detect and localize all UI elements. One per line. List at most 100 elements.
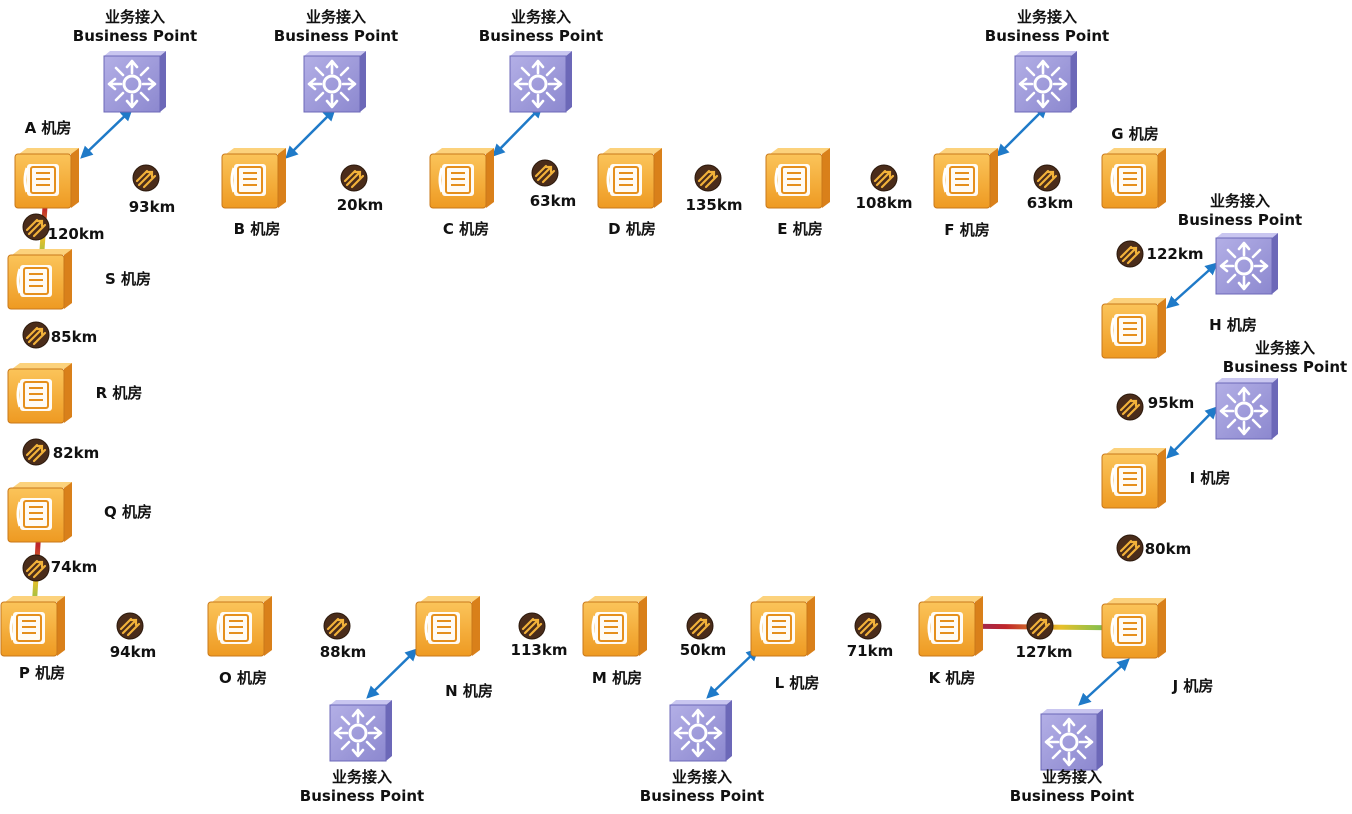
equipment-room-a[interactable] — [14, 148, 79, 209]
server-icon — [591, 612, 627, 644]
business-point-l[interactable] — [669, 700, 732, 762]
server-icon — [230, 164, 266, 196]
amplifier-icon — [531, 159, 559, 187]
business-access-link-f — [996, 105, 1048, 157]
room-label-o: O 机房 — [219, 669, 267, 687]
business-point-label-cn: 业务接入 — [511, 8, 571, 26]
business-point-c[interactable] — [509, 51, 572, 113]
link-distance-label: 63km — [530, 192, 576, 210]
room-label-h: H 机房 — [1209, 316, 1257, 334]
switch-arrows-icon — [333, 708, 383, 758]
business-point-label-cn: 业务接入 — [332, 768, 392, 786]
amplifier-icon — [1116, 534, 1144, 562]
business-access-link-i — [1166, 406, 1218, 459]
amplifier-icon — [22, 554, 50, 582]
link-distance-label: 63km — [1027, 194, 1073, 212]
room-label-g: G 机房 — [1111, 125, 1159, 143]
business-point-label-en: Business Point — [640, 787, 764, 805]
equipment-room-d[interactable] — [597, 148, 662, 209]
equipment-room-r[interactable] — [7, 363, 72, 424]
business-access-link-l — [706, 648, 759, 699]
equipment-room-m[interactable] — [582, 596, 647, 657]
business-point-n[interactable] — [329, 700, 392, 762]
server-icon — [927, 612, 963, 644]
business-point-label-en: Business Point — [479, 27, 603, 45]
server-icon — [606, 164, 642, 196]
room-label-b: B 机房 — [234, 220, 281, 238]
equipment-rooms — [0, 51, 1278, 771]
link-distance-label: 108km — [856, 194, 913, 212]
equipment-room-k[interactable] — [918, 596, 983, 657]
switch-arrows-icon — [1219, 386, 1269, 436]
server-icon — [759, 612, 795, 644]
server-icon — [1110, 164, 1146, 196]
equipment-room-s[interactable] — [7, 249, 72, 310]
amplifier-icon — [1033, 164, 1061, 192]
business-point-label-en: Business Point — [1010, 787, 1134, 805]
server-icon — [9, 612, 45, 644]
equipment-room-b[interactable] — [221, 148, 286, 209]
business-point-label-en: Business Point — [274, 27, 398, 45]
equipment-room-q[interactable] — [7, 482, 72, 543]
room-label-c: C 机房 — [443, 220, 489, 238]
equipment-room-n[interactable] — [415, 596, 480, 657]
business-point-label-cn: 业务接入 — [1017, 8, 1077, 26]
amplifier-icon — [686, 612, 714, 640]
amplifier-icon — [116, 612, 144, 640]
switch-arrows-icon — [673, 708, 723, 758]
business-point-label-cn: 业务接入 — [1210, 192, 1270, 210]
equipment-room-c[interactable] — [429, 148, 494, 209]
equipment-room-g[interactable] — [1101, 148, 1166, 209]
switch-arrows-icon — [1219, 241, 1269, 291]
switch-arrows-icon — [1044, 717, 1094, 767]
room-label-a: A 机房 — [25, 119, 72, 137]
amplifier-icon — [22, 213, 50, 241]
room-label-q: Q 机房 — [104, 503, 152, 521]
room-label-i: I 机房 — [1190, 469, 1231, 487]
equipment-room-l[interactable] — [750, 596, 815, 657]
business-point-label-en: Business Point — [985, 27, 1109, 45]
equipment-room-p[interactable] — [0, 596, 65, 657]
server-icon — [424, 612, 460, 644]
room-label-k: K 机房 — [929, 669, 976, 687]
room-label-f: F 机房 — [944, 221, 989, 239]
server-icon — [16, 379, 52, 411]
amplifier-icon — [1116, 393, 1144, 421]
business-point-a[interactable] — [103, 51, 166, 113]
amplifier-icon — [22, 438, 50, 466]
business-point-j[interactable] — [1040, 709, 1103, 771]
business-point-label-en: Business Point — [300, 787, 424, 805]
equipment-room-e[interactable] — [765, 148, 830, 209]
server-icon — [1110, 614, 1146, 646]
link-distance-label: 122km — [1147, 245, 1204, 263]
business-point-h[interactable] — [1215, 233, 1278, 295]
business-point-label-cn: 业务接入 — [306, 8, 366, 26]
equipment-room-f[interactable] — [933, 148, 998, 209]
link-distance-label: 20km — [337, 196, 383, 214]
room-label-r: R 机房 — [96, 384, 143, 402]
amplifier-icon — [854, 612, 882, 640]
business-point-i[interactable] — [1215, 378, 1278, 440]
business-point-label-en: Business Point — [1178, 211, 1302, 229]
room-label-e: E 机房 — [777, 220, 822, 238]
room-label-p: P 机房 — [19, 664, 65, 682]
room-label-l: L 机房 — [775, 674, 820, 692]
equipment-room-j[interactable] — [1101, 598, 1166, 659]
business-point-label-en: Business Point — [73, 27, 197, 45]
equipment-room-o[interactable] — [207, 596, 272, 657]
business-point-f[interactable] — [1014, 51, 1077, 113]
server-icon — [1110, 314, 1146, 346]
business-point-b[interactable] — [303, 51, 366, 113]
amplifier-icon — [870, 164, 898, 192]
equipment-room-h[interactable] — [1101, 298, 1166, 359]
business-access-link-a — [80, 108, 133, 159]
link-distance-label: 82km — [53, 444, 99, 462]
link-distance-label: 135km — [686, 196, 743, 214]
amplifier-icon — [1116, 240, 1144, 268]
room-label-s: S 机房 — [105, 270, 151, 288]
business-point-label-en: Business Point — [1223, 358, 1347, 376]
business-access-link-b — [285, 108, 336, 159]
link-distance-label: 80km — [1145, 540, 1191, 558]
switch-arrows-icon — [1018, 59, 1068, 109]
equipment-room-i[interactable] — [1101, 448, 1166, 509]
